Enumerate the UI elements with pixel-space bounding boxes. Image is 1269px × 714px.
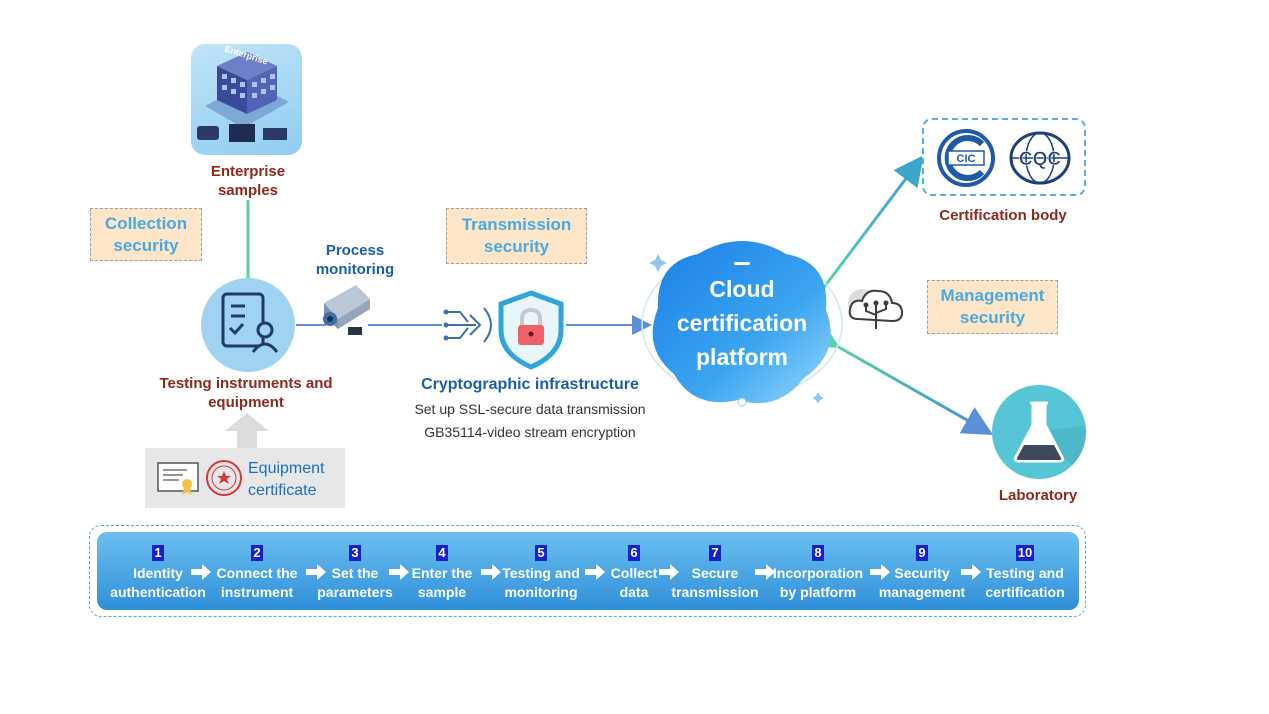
- certification-body-label: Certification body: [939, 207, 1067, 224]
- circuit-arrow-icon: [443, 307, 492, 343]
- step-arrow-icon: [191, 564, 211, 580]
- testing-instruments-icon: [201, 278, 295, 372]
- step-number: 8: [812, 545, 824, 561]
- step-number: 7: [709, 545, 721, 561]
- cqc-logo: CQC: [1009, 131, 1071, 185]
- step-label-line: management: [878, 584, 966, 600]
- crypto-ssl-line: Set up SSL-secure data transmission: [414, 401, 646, 417]
- cqc-logo-text: CQC: [1019, 149, 1062, 170]
- step-arrow-icon: [481, 564, 501, 580]
- upload-arrow-icon: [225, 413, 269, 448]
- step-label-line: Incorporation: [772, 565, 864, 581]
- laboratory-label: Laboratory: [998, 487, 1078, 504]
- cloud-certbody-arrow: [795, 155, 924, 319]
- cic-logo: CIC: [937, 129, 995, 187]
- transmission-security-box: Transmission security: [446, 208, 587, 264]
- step-arrow-icon: [961, 564, 981, 580]
- step-label-line: authentication: [110, 584, 206, 600]
- step-label-line: by platform: [779, 584, 857, 600]
- camera-icon: [323, 285, 370, 335]
- certificate-icon: [157, 462, 199, 495]
- crypto-encryption-line: GB35114-video stream encryption: [424, 424, 636, 440]
- step-number: 4: [436, 545, 448, 561]
- step-number: 10: [1015, 545, 1035, 561]
- step-arrow-icon: [755, 564, 775, 580]
- step-arrow-icon: [389, 564, 409, 580]
- step-label-line: Testing and: [502, 565, 580, 581]
- step-label-line: Enter the: [411, 565, 473, 581]
- laboratory-icon: [992, 385, 1086, 479]
- step-number: 3: [349, 545, 361, 561]
- step-arrow-icon: [870, 564, 890, 580]
- step-label-line: sample: [417, 584, 467, 600]
- step-label-line: Secure: [691, 565, 739, 581]
- step-label-line: parameters: [317, 584, 393, 600]
- equipment-certificate-label: Equipment certificate: [248, 460, 325, 499]
- cloud-platform-shape: [641, 241, 843, 407]
- step-label-line: monitoring: [504, 584, 578, 600]
- step-arrow-icon: [585, 564, 605, 580]
- cloud-lab-arrow: [806, 320, 994, 435]
- step-label-line: Testing and: [986, 565, 1064, 581]
- cic-logo-text: CIC: [957, 153, 976, 165]
- testing-instruments-label: Testing instruments and equipment: [159, 375, 333, 411]
- step-label-line: data: [619, 584, 649, 600]
- step-number: 6: [628, 545, 640, 561]
- step-arrow-icon: [659, 564, 679, 580]
- collection-security-box: Collection security: [90, 208, 202, 261]
- process-monitoring-label: Process monitoring: [315, 242, 395, 278]
- step-number: 2: [251, 545, 263, 561]
- shield-lock-icon: [498, 290, 564, 370]
- step-number: 5: [535, 545, 547, 561]
- certification-body-box: CIC CQC: [922, 118, 1086, 196]
- step-label-line: Identity: [133, 565, 183, 581]
- step-number: 9: [916, 545, 928, 561]
- official-seal-icon: [206, 460, 242, 496]
- step-arrow-icon: [306, 564, 326, 580]
- enterprise-samples-label: Enterprise samples: [210, 163, 286, 199]
- crypto-title: Cryptographic infrastructure: [421, 376, 639, 393]
- cloud-network-icon: [848, 289, 904, 329]
- step-label-line: Connect the: [216, 565, 298, 581]
- equipment-certificate-panel: [145, 448, 345, 508]
- process-flow-outline: [89, 525, 1086, 617]
- step-label-line: Collect: [610, 565, 658, 581]
- step-label-line: Set the: [331, 565, 379, 581]
- management-security-box: Management security: [927, 280, 1058, 334]
- step-label-line: transmission: [671, 584, 759, 600]
- step-label-line: instrument: [220, 584, 294, 600]
- step-label-line: certification: [985, 584, 1065, 600]
- cloud-platform-title: Cloud certification platform: [676, 276, 808, 370]
- enterprise-illustration: Enterprise: [191, 44, 302, 155]
- step-label-line: Security: [894, 565, 950, 581]
- step-number: 1: [152, 545, 164, 561]
